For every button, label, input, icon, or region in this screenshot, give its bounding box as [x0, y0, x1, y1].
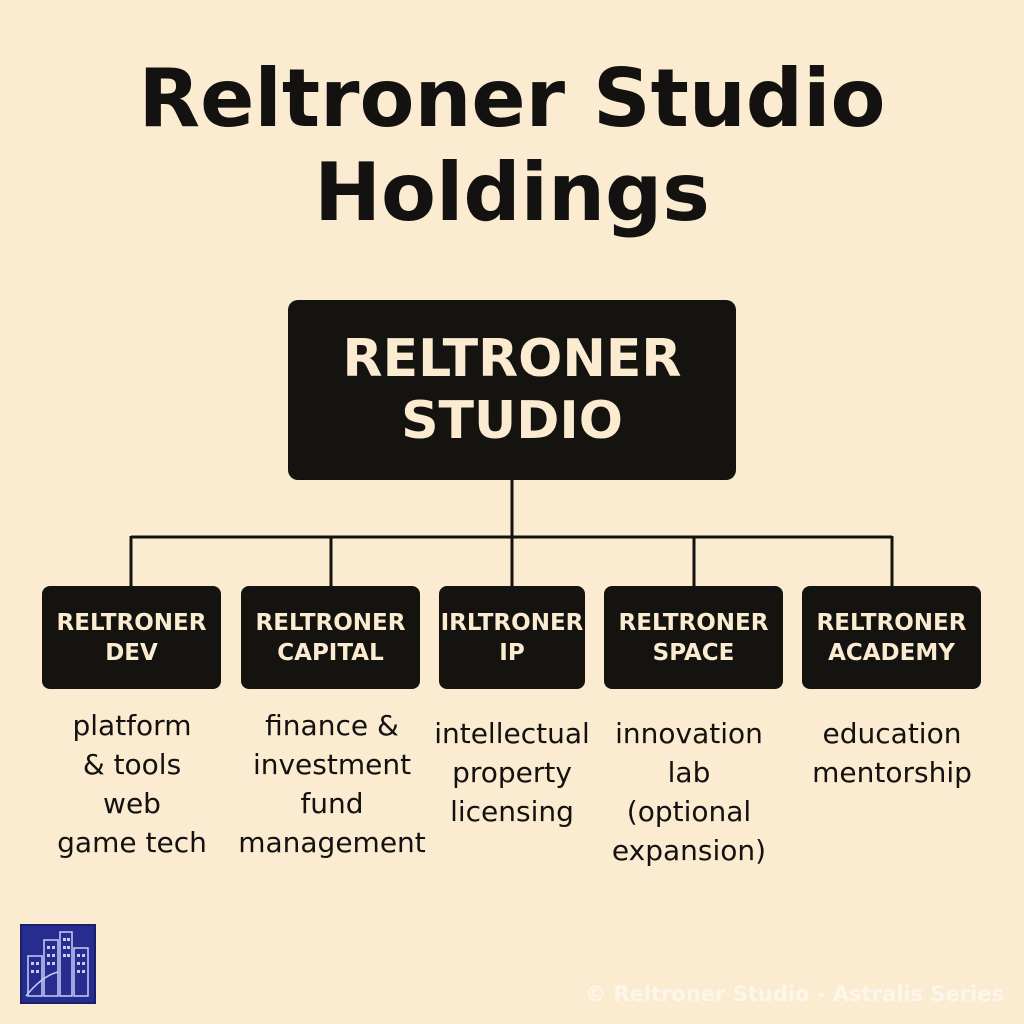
child-node-label-line-1: RELTRONER — [255, 609, 406, 636]
child-node-dev: RELTRONER DEV — [42, 586, 221, 689]
child-description-ip: intellectual property licensing — [417, 714, 607, 831]
child-node-space: RELTRONER SPACE — [604, 586, 783, 689]
description-line: intellectual — [434, 717, 590, 750]
copyright-watermark: © Reltroner Studio - Astralis Series — [585, 982, 1004, 1006]
description-line: web — [103, 787, 161, 820]
child-description-space: innovation lab (optional expansion) — [589, 714, 789, 870]
child-node-label-line-2: IP — [499, 639, 525, 666]
child-node-label-line-1: IRLTRONER — [440, 609, 584, 636]
child-node-academy: RELTRONER ACADEMY — [802, 586, 981, 689]
description-line: investment — [252, 748, 412, 781]
title-line-1: Reltroner Studio — [138, 52, 886, 145]
city-buildings-icon — [20, 924, 96, 1004]
child-node-label-line-2: DEV — [105, 639, 158, 666]
root-node-label-line-1: RELTRONER — [342, 329, 682, 389]
description-line: property — [452, 756, 572, 789]
child-description-capital: finance & investment fund management — [222, 706, 442, 862]
child-node-label-line-1: RELTRONER — [56, 609, 207, 636]
title-line-2: Holdings — [314, 146, 710, 239]
description-line: game tech — [57, 826, 207, 859]
child-node-label-line-2: CAPITAL — [277, 639, 384, 666]
description-line: lab — [667, 756, 711, 789]
description-line: mentorship — [812, 756, 972, 789]
description-line: innovation — [615, 717, 763, 750]
child-node-capital: RELTRONER CAPITAL — [241, 586, 420, 689]
diagram-title: Reltroner Studio Holdings — [0, 52, 1024, 240]
description-line: finance & — [265, 709, 399, 742]
child-node-ip: IRLTRONER IP — [439, 586, 585, 689]
child-node-label-line-1: RELTRONER — [816, 609, 967, 636]
description-line: expansion) — [611, 834, 767, 867]
child-description-dev: platform & tools web game tech — [22, 706, 242, 862]
city-buildings-icon-graphic — [25, 931, 89, 997]
root-node-label-line-2: STUDIO — [401, 391, 623, 451]
description-line: & tools — [82, 748, 182, 781]
description-line: platform — [72, 709, 192, 742]
description-line: (optional — [626, 795, 752, 828]
child-node-label-line-2: SPACE — [652, 639, 735, 666]
child-description-academy: education mentorship — [787, 714, 997, 792]
child-node-label-line-2: ACADEMY — [828, 639, 955, 666]
description-line: education — [822, 717, 962, 750]
root-node-reltroner-studio: RELTRONER STUDIO — [288, 300, 736, 480]
description-line: licensing — [450, 795, 574, 828]
description-line: fund — [300, 787, 364, 820]
description-line: management — [238, 826, 426, 859]
child-node-label-line-1: RELTRONER — [618, 609, 769, 636]
